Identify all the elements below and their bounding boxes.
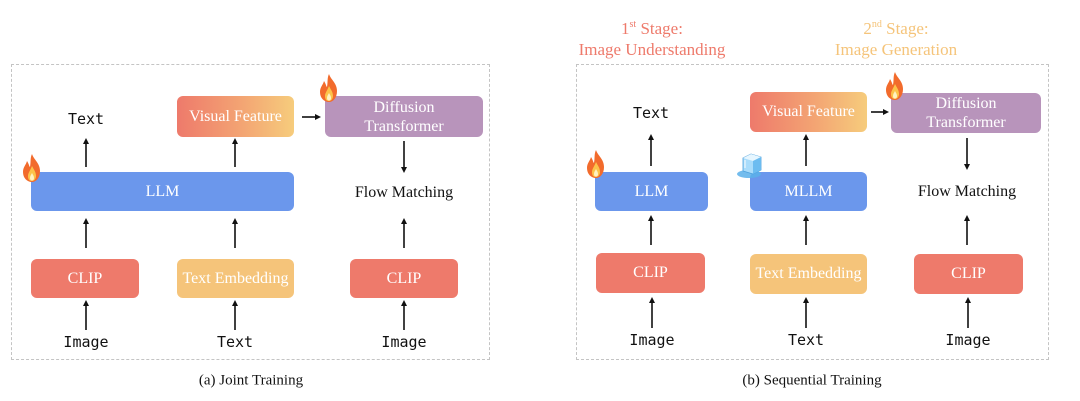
stage1-ordinal-num: 1 [621, 19, 630, 38]
seq-diffusion-label-line1: Diffusion [935, 95, 997, 112]
stage2-ordinal-num: 2 [863, 19, 872, 38]
seq-diffusion-label-line2: Transformer [926, 114, 1006, 131]
seq-clip-left-box: CLIP [596, 253, 705, 293]
joint-visual-feature-box: Visual Feature [177, 96, 294, 137]
stage2-title: 2nd Stage: Image Generation [835, 14, 957, 60]
joint-input-image-right: Image [381, 333, 427, 351]
joint-input-text: Text [216, 333, 254, 351]
stage1-subtitle: Image Understanding [578, 40, 726, 59]
seq-output-text-label: Text [632, 104, 670, 122]
seq-visual-feature-label: Visual Feature [762, 103, 855, 120]
stage2-subtitle: Image Generation [834, 40, 958, 59]
seq-flow-matching-label: Flow Matching [917, 183, 1017, 200]
seq-diffusion-transformer-box: Diffusion Transformer [891, 93, 1041, 133]
fire-icon [886, 72, 903, 100]
ice-cube-icon [737, 153, 762, 178]
seq-llm-label: LLM [634, 182, 669, 200]
sequential-training-panel [576, 64, 1049, 360]
joint-diffusion-label-line1: Diffusion [373, 98, 435, 116]
seq-clip-left-label: CLIP [633, 264, 668, 281]
joint-diffusion-transformer-box: Diffusion Transformer [325, 96, 483, 137]
joint-llm-label: LLM [145, 182, 180, 200]
seq-mllm-label: MLLM [784, 182, 833, 200]
seq-clip-right-box: CLIP [914, 254, 1023, 294]
seq-text-embedding-label: Text Embedding [755, 265, 862, 282]
stage1-ordinal-suffix: st [629, 19, 637, 30]
fire-icon [320, 74, 337, 102]
joint-output-text-label: Text [67, 110, 105, 128]
stage1-label: Stage: [640, 19, 683, 38]
joint-input-image-left: Image [63, 333, 109, 351]
seq-mllm-box: MLLM [750, 172, 867, 211]
joint-clip-right-label: CLIP [386, 269, 422, 287]
stage1-title: 1st Stage: Image Understanding [579, 14, 726, 60]
fire-icon [23, 154, 40, 182]
joint-diffusion-label-line2: Transformer [364, 117, 444, 135]
seq-input-image-left: Image [629, 331, 675, 349]
stage2-heading: 2nd Stage: [835, 14, 957, 39]
joint-clip-right-box: CLIP [350, 259, 458, 298]
joint-flow-matching-label: Flow Matching [354, 184, 454, 201]
joint-training-caption: (a) Joint Training [198, 372, 304, 389]
seq-input-text: Text [787, 331, 825, 349]
seq-clip-right-label: CLIP [951, 265, 986, 282]
seq-llm-box: LLM [595, 172, 708, 211]
seq-text-embedding-box: Text Embedding [750, 254, 867, 294]
stage2-ordinal-suffix: nd [871, 19, 882, 30]
joint-clip-left-label: CLIP [67, 269, 103, 287]
seq-visual-feature-box: Visual Feature [750, 92, 867, 132]
seq-input-image-right: Image [945, 331, 991, 349]
sequential-training-caption: (b) Sequential Training [742, 372, 882, 389]
joint-llm-box: LLM [31, 172, 294, 211]
joint-visual-feature-label: Visual Feature [189, 107, 282, 125]
joint-text-embedding-box: Text Embedding [177, 259, 294, 298]
stage2-label: Stage: [886, 19, 929, 38]
fire-icon [587, 150, 604, 178]
joint-training-panel [11, 64, 490, 360]
stage1-heading: 1st Stage: [579, 14, 726, 39]
joint-text-embedding-label: Text Embedding [182, 269, 289, 287]
joint-clip-left-box: CLIP [31, 259, 139, 298]
